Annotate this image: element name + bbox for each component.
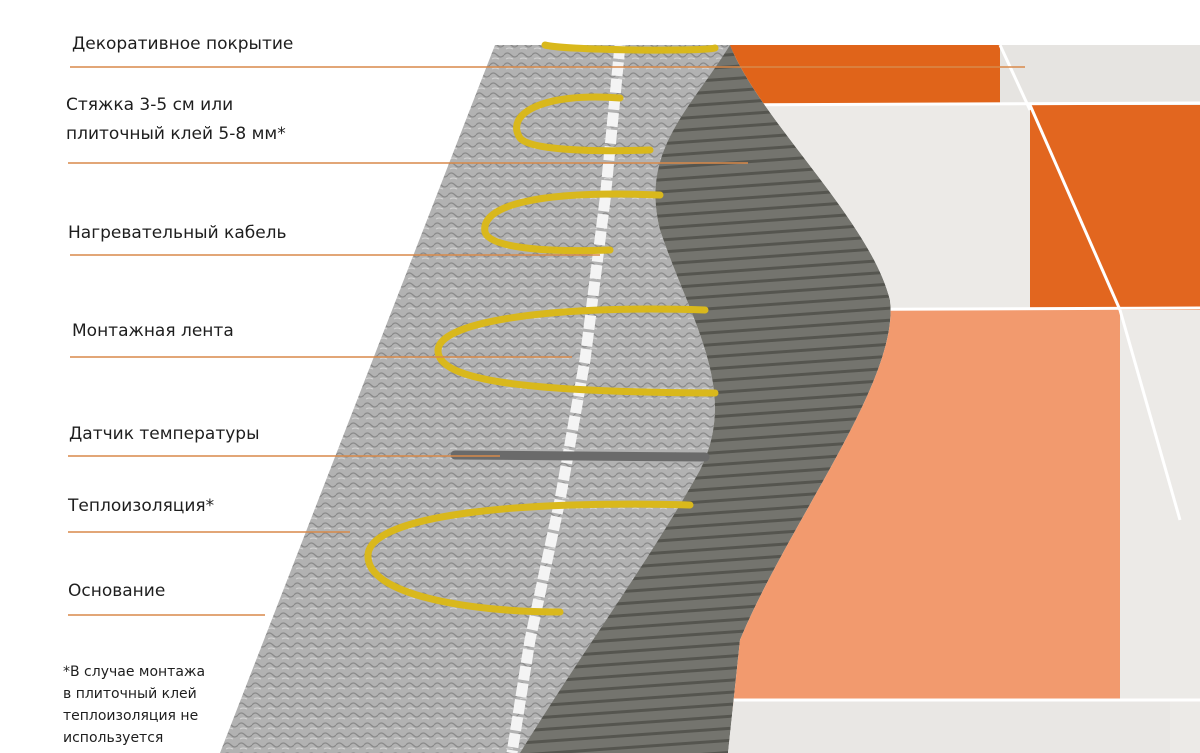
label-mounting-tape: Монтажная лента xyxy=(72,321,234,341)
label-thermal-insulation: Теплоизоляция* xyxy=(68,496,215,516)
label-base: Основание xyxy=(68,581,166,601)
label-screed-line1: Стяжка 3-5 см или xyxy=(66,95,234,115)
tile xyxy=(728,700,1170,753)
label-temperature-sensor: Датчик температуры xyxy=(69,424,260,444)
tile xyxy=(1120,310,1200,753)
footnote-line4: используется xyxy=(63,730,164,746)
tile xyxy=(1030,105,1200,310)
footnote-line1: *В случае монтажа xyxy=(63,664,206,680)
label-screed-line2: плиточный клей 5-8 мм* xyxy=(66,124,286,144)
tile xyxy=(728,45,1000,105)
screed-layer xyxy=(520,45,891,753)
footnote-line3: теплоизоляция не xyxy=(63,708,199,724)
heating-cable xyxy=(364,41,719,616)
tile xyxy=(1000,45,1200,105)
label-decorative-cover: Декоративное покрытие xyxy=(72,34,294,54)
insulation-layer xyxy=(220,45,740,753)
mounting-tape xyxy=(506,44,626,753)
label-heating-cable: Нагревательный кабель xyxy=(68,223,287,243)
footnote-line2: в плиточный клей xyxy=(63,686,197,702)
